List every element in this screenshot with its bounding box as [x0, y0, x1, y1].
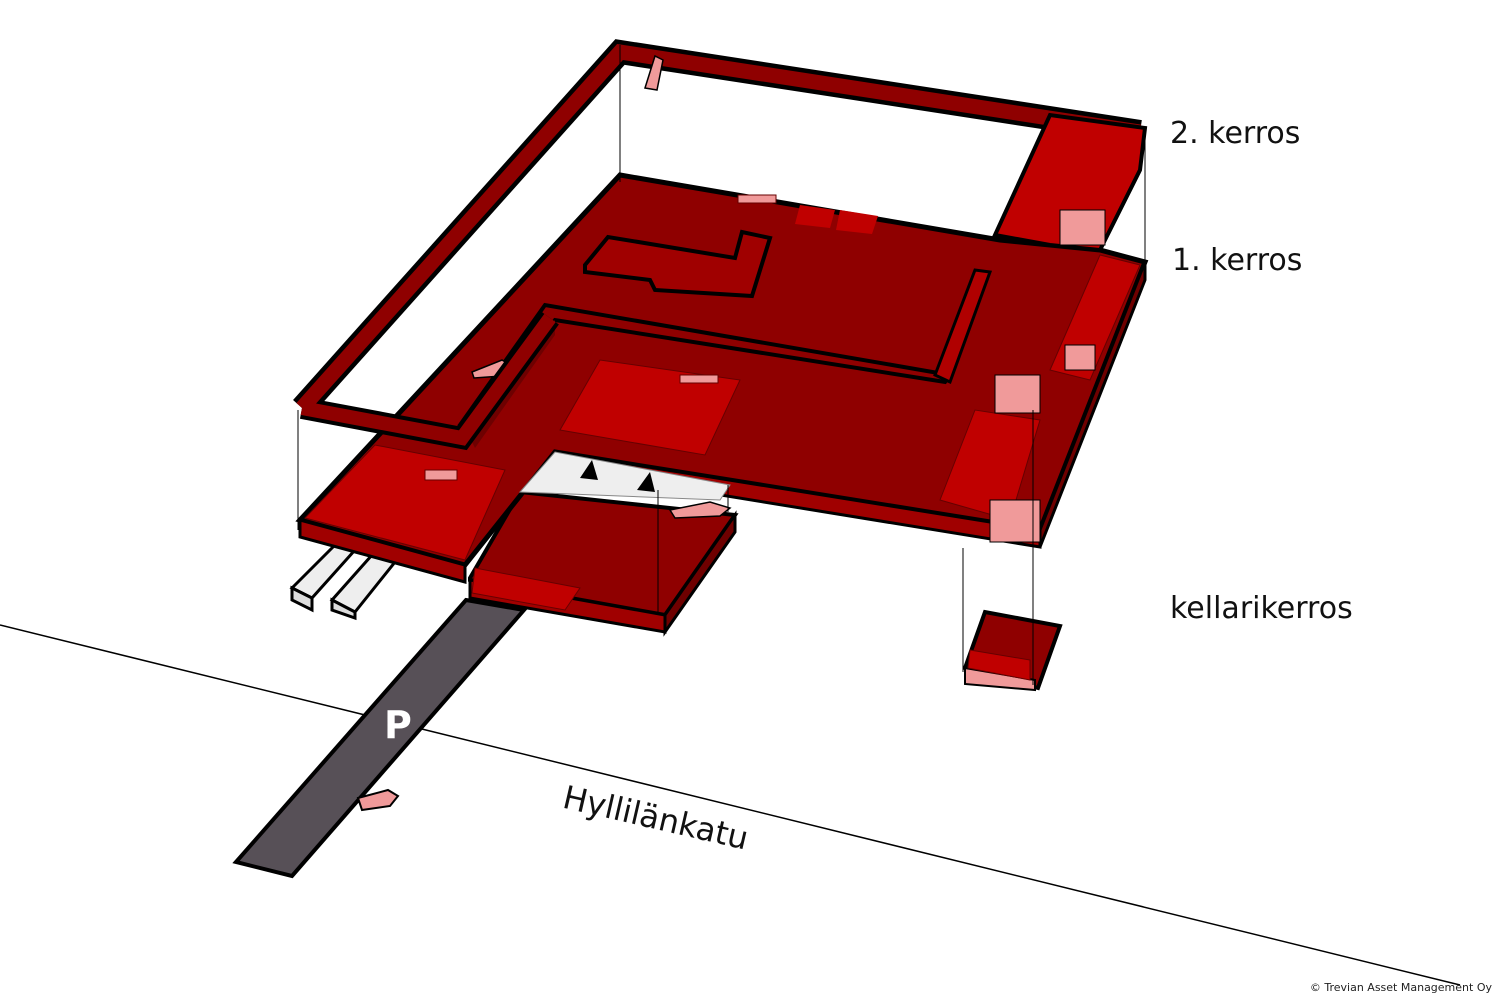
parking-area: [232, 597, 528, 879]
entrance-arrow-icon: [637, 472, 655, 492]
parking-label: P: [384, 703, 412, 747]
street-line: [0, 624, 1461, 986]
floor-1-label: 1. kerros: [1172, 243, 1303, 278]
basement-block-right: [962, 609, 1063, 692]
floor-2-label: 2. kerros: [1170, 116, 1301, 151]
floor-1: [295, 172, 1149, 584]
basement-label: kellarikerros: [1170, 591, 1353, 626]
stair-icon: [668, 501, 732, 519]
floor-connector-lines: [297, 45, 1146, 685]
entrance-arrow-icon: [580, 460, 598, 480]
stair-icon: [644, 54, 664, 91]
entrance-marker-icon: [356, 788, 400, 812]
copyright-text: © Trevian Asset Management Oy: [1309, 981, 1492, 994]
stair-towers: [289, 543, 398, 621]
basement-block-middle: [468, 489, 739, 637]
